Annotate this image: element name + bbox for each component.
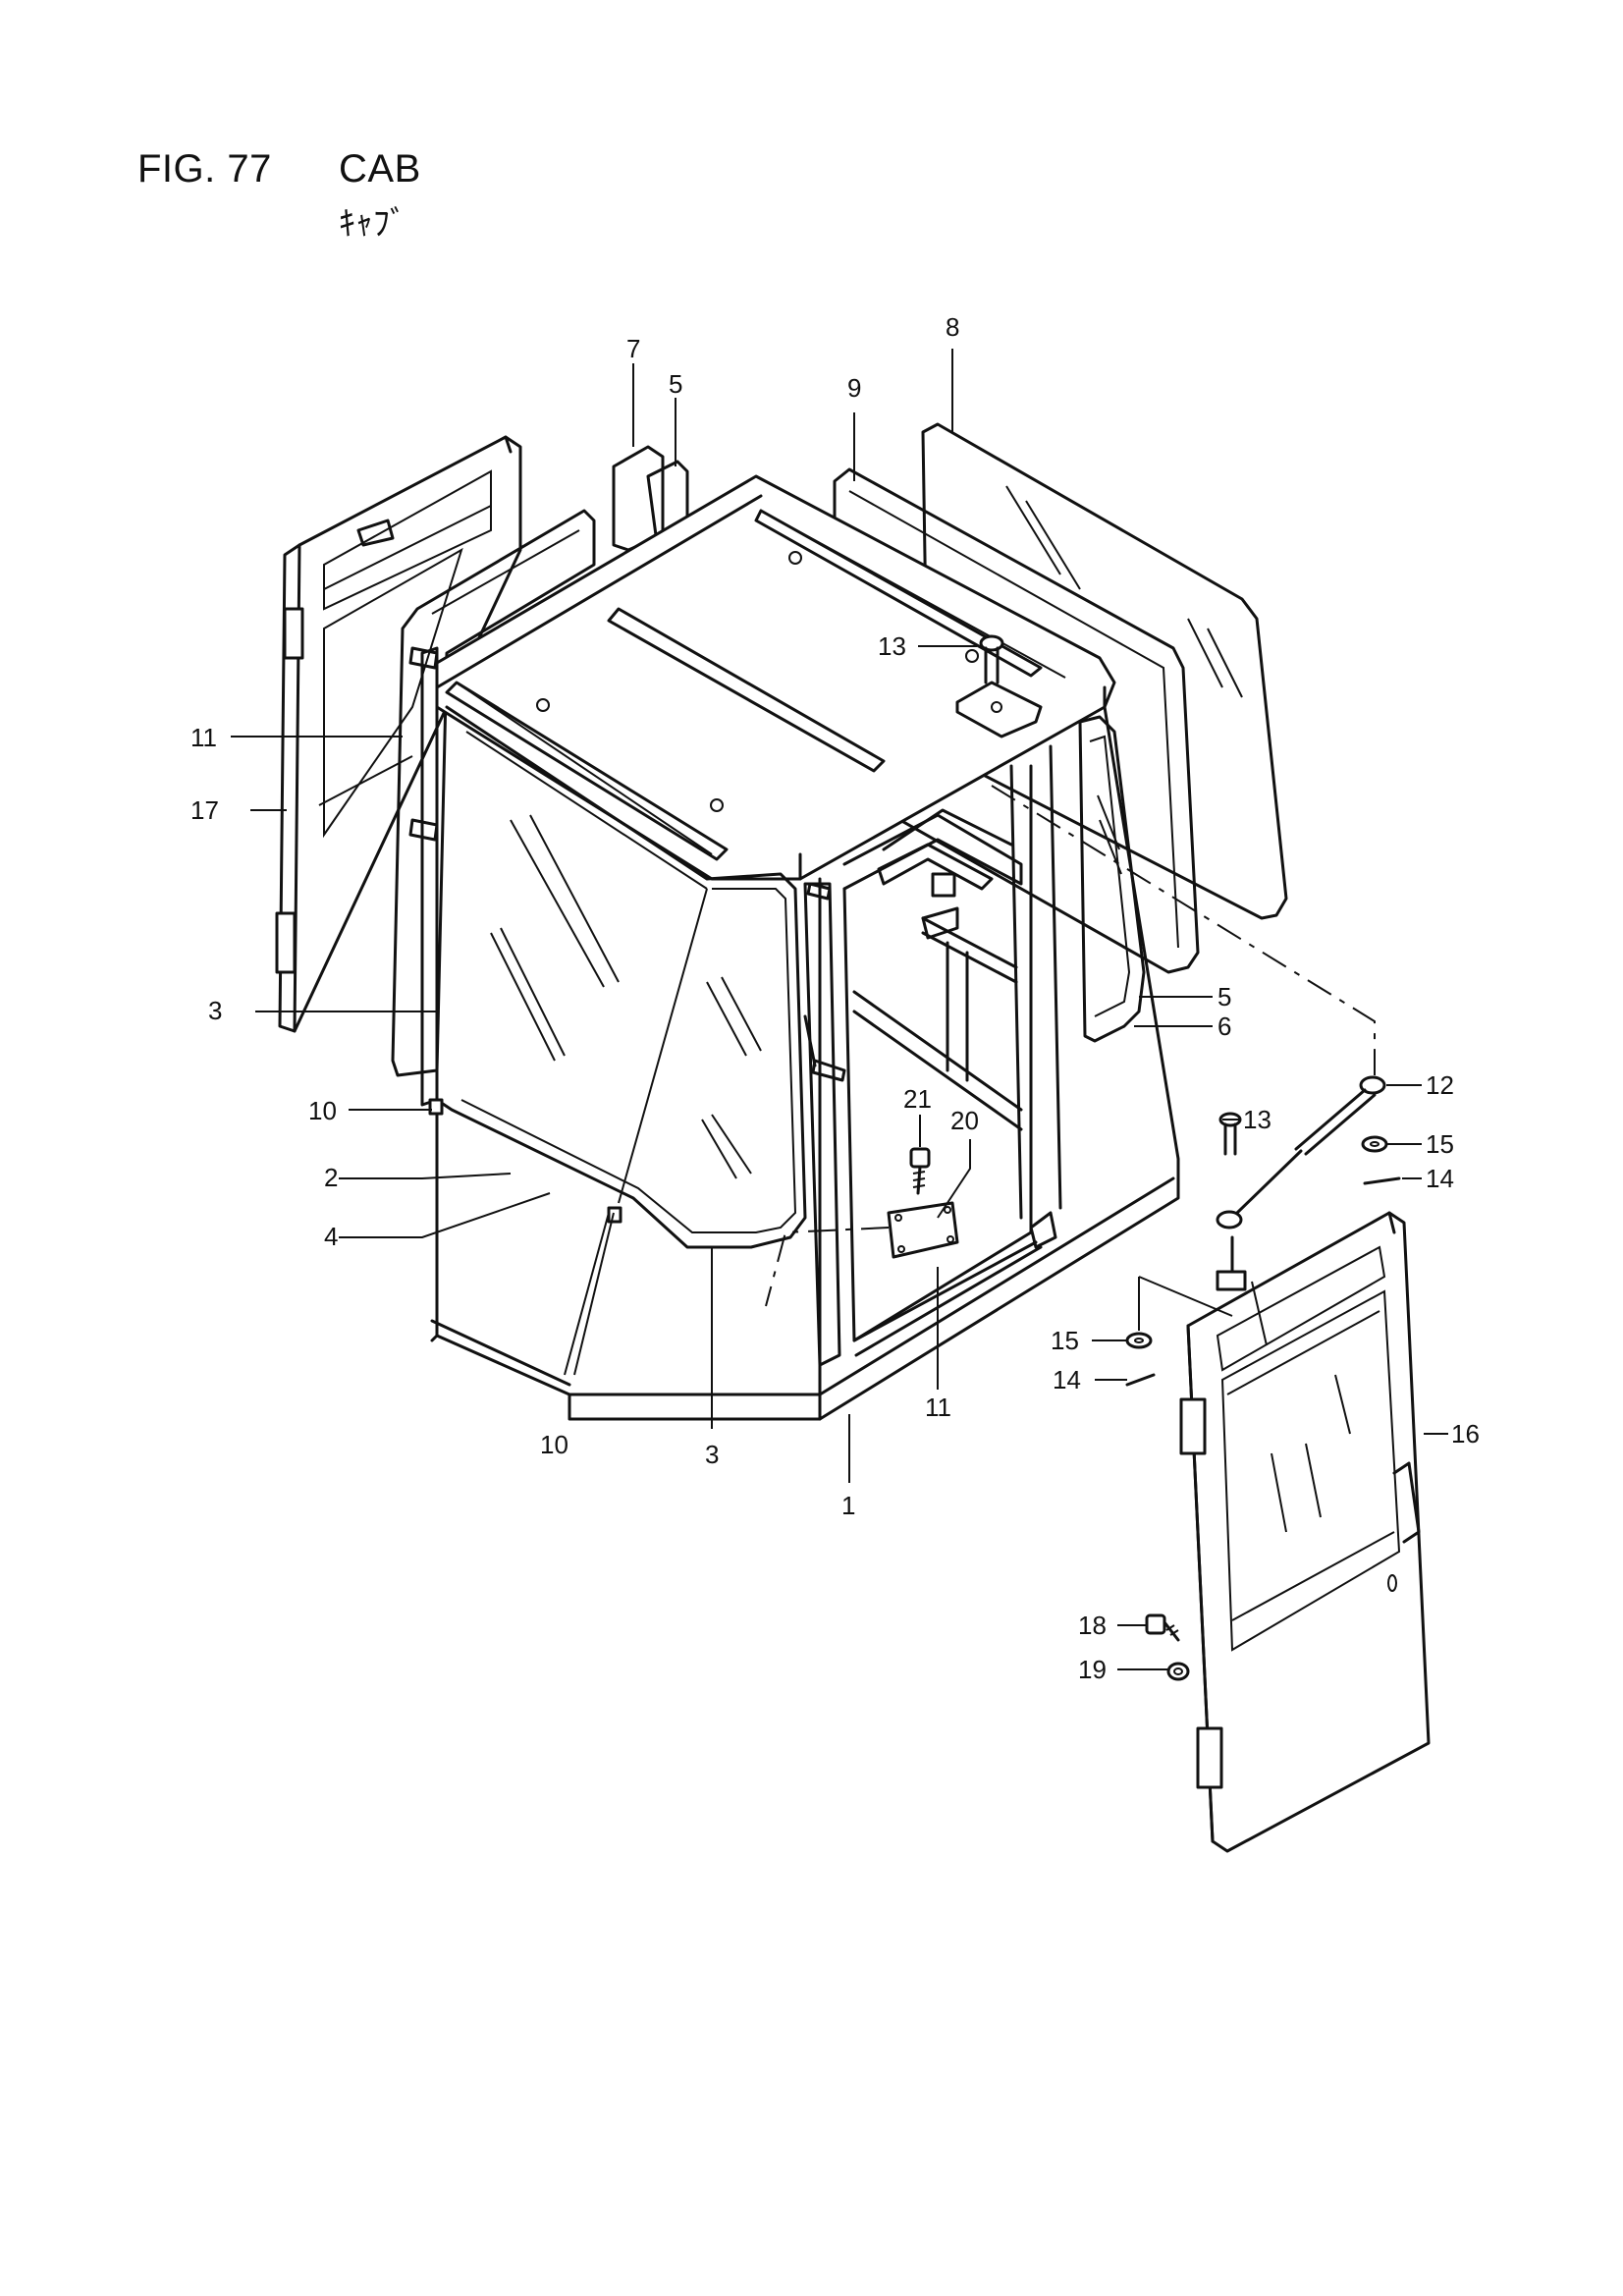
callout-14-right: 14 — [1426, 1164, 1454, 1193]
callout-15-left: 15 — [1051, 1326, 1079, 1355]
right-door — [1179, 1211, 1431, 1853]
callout-5-right: 5 — [1217, 982, 1231, 1011]
cab-body — [430, 474, 1180, 1421]
callout-7: 7 — [626, 334, 640, 363]
left-window-frame — [391, 509, 596, 1077]
callout-1: 1 — [841, 1491, 855, 1520]
callout-11-left: 11 — [190, 723, 217, 752]
figure-title: CAB — [339, 147, 421, 191]
callout-20: 20 — [950, 1106, 979, 1135]
plate-and-screw — [887, 1147, 959, 1259]
callout-15-right: 15 — [1426, 1129, 1454, 1159]
callout-11-bottom: 11 — [925, 1393, 951, 1422]
right-side-glass — [1078, 715, 1146, 1043]
assembly-lines — [765, 785, 1376, 1331]
callout-5-top: 5 — [669, 369, 682, 399]
callout-16: 16 — [1451, 1419, 1480, 1449]
callout-10-bottom: 10 — [540, 1430, 568, 1459]
callout-13-roof: 13 — [878, 631, 906, 661]
rear-window — [833, 422, 1288, 974]
callout-21: 21 — [903, 1084, 932, 1114]
front-glass-frame — [408, 646, 807, 1249]
callout-17: 17 — [190, 795, 219, 825]
callout-numbers: 1 2 3 3 4 5 5 6 7 8 9 10 10 11 11 12 13 … — [190, 312, 1480, 1684]
gas-strut-assembly — [979, 634, 1401, 1387]
figure-number: FIG. 77 — [137, 147, 272, 191]
callout-10-left: 10 — [308, 1096, 337, 1125]
callout-leaders — [231, 349, 1448, 1670]
callout-4: 4 — [324, 1222, 338, 1251]
figure-subtitle: ｷｬﾌﾞ — [339, 205, 407, 243]
callout-9: 9 — [847, 373, 861, 403]
callout-6: 6 — [1217, 1011, 1231, 1041]
callout-14-left: 14 — [1053, 1365, 1081, 1394]
callout-12: 12 — [1426, 1070, 1454, 1100]
callout-2: 2 — [324, 1163, 338, 1192]
left-door — [275, 435, 522, 1033]
callout-19: 19 — [1078, 1655, 1107, 1684]
callout-3-front: 3 — [705, 1440, 719, 1469]
hinge-bolt-washer — [1145, 1613, 1190, 1681]
callout-18: 18 — [1078, 1611, 1107, 1640]
callout-8: 8 — [946, 312, 959, 342]
callout-13-strut: 13 — [1243, 1105, 1271, 1134]
callout-3-left: 3 — [208, 996, 222, 1025]
